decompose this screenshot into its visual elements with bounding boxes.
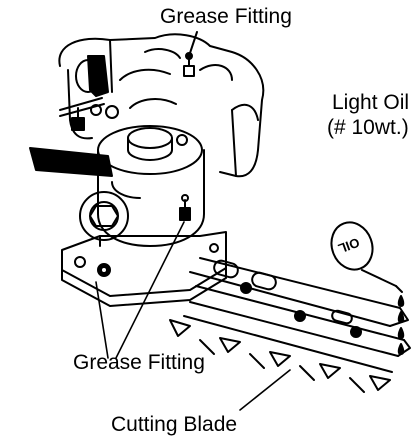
oil-drops (397, 295, 405, 355)
cutting-blade-label: Cutting Blade (111, 413, 238, 436)
throttle-lever (59, 55, 119, 131)
oil-can (330, 221, 403, 293)
grease-fitting-top (183, 31, 198, 77)
leader-lines (95, 221, 291, 411)
axle-cap (79, 191, 129, 241)
light-oil-label: Light Oil (332, 91, 410, 114)
blade-assembly (183, 257, 411, 373)
oil-weight-label: (# 10wt.) (327, 116, 409, 139)
handle-bar (29, 147, 113, 177)
oil-can-marking: OIL (336, 235, 362, 257)
grease-fitting-bottom-label: Grease Fitting (73, 351, 205, 374)
grease-fitting-top-label: Grease Fitting (160, 5, 292, 28)
base-plate (61, 231, 227, 307)
grease-fitting-side (179, 194, 191, 221)
gearbox-body (97, 125, 205, 247)
engine-housing (58, 33, 265, 178)
blade-teeth (169, 319, 391, 393)
